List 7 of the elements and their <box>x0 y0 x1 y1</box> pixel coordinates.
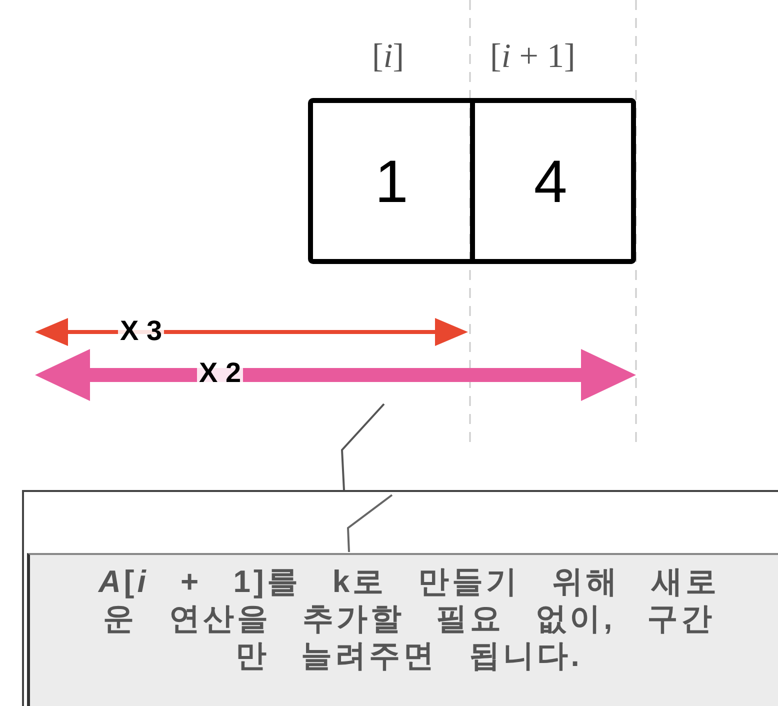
callout-box <box>22 490 778 706</box>
index-label: [i + 1] <box>490 38 576 76</box>
callout-text: A[i + 1]를 k로 만들기 위해 새로운 연산을 추가할 필요 없이, 구간만 늘려주면 됩니다. <box>27 553 778 706</box>
index-label: [i] <box>372 38 404 76</box>
array-cell: 1 <box>308 98 475 264</box>
leader-line <box>340 403 385 490</box>
range-arrow <box>35 348 637 402</box>
